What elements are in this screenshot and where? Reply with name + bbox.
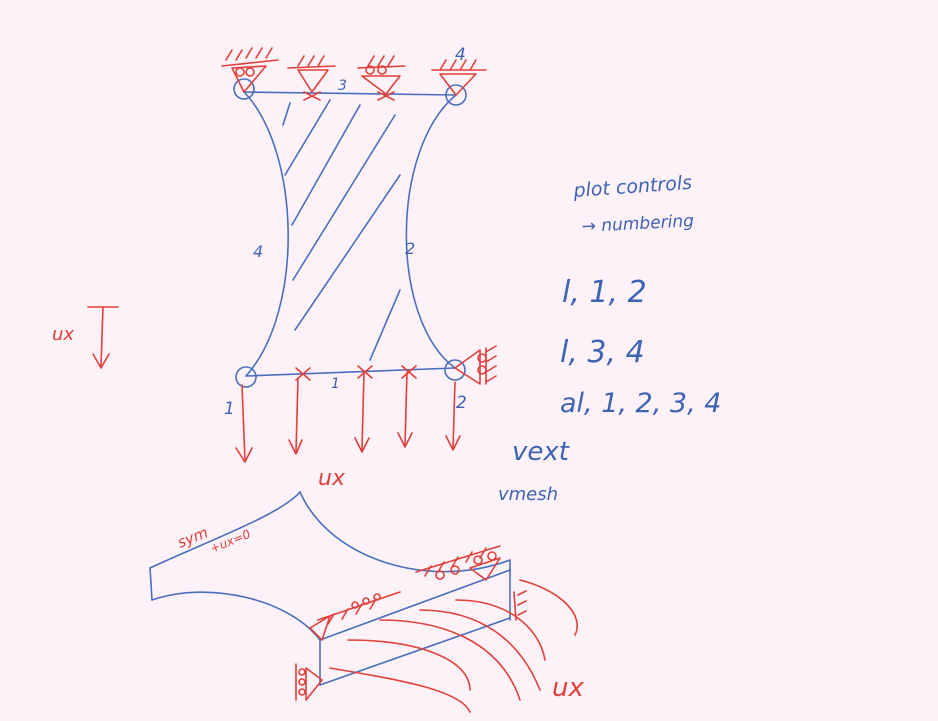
- vertex-circle-bottom-left: [235, 366, 257, 388]
- top-edge: [243, 91, 457, 96]
- note-l34: l, 3, 4: [560, 335, 645, 370]
- solid-front-top-edge: [319, 569, 511, 641]
- solid-front-bottom-edge: [319, 617, 511, 686]
- bottom-load-arrows: [235, 365, 461, 463]
- domain-outline: [233, 78, 467, 388]
- solid-top-curved-edge: [299, 491, 511, 573]
- left-load-symbol: [87, 306, 119, 369]
- right-curved-edge: [405, 94, 457, 369]
- note-vmesh: vmesh: [498, 484, 558, 505]
- solid-3d-supports: [295, 545, 527, 701]
- note-numbering: → numbering: [581, 211, 694, 237]
- bottom-right-support: [454, 345, 497, 385]
- note-vext: vext: [512, 437, 570, 467]
- vertex-circle-top-right: [445, 84, 467, 106]
- left-curved-edge: [243, 91, 289, 377]
- edge-label-right: 2: [405, 239, 415, 258]
- corner-label-bottom-left: 1: [224, 399, 235, 419]
- solid-left-vertical: [149, 567, 153, 601]
- top-supports: [221, 47, 487, 101]
- edge-labels: 3 4 2 1 4 1 2: [224, 45, 467, 419]
- note-l12: l, 1, 2: [562, 275, 647, 310]
- solid-3d-load-curves: [329, 579, 578, 713]
- load-label-bottom: ux: [318, 466, 346, 491]
- load-label-3d: ux: [552, 673, 584, 703]
- symmetry-label: sym: [175, 523, 211, 551]
- vertex-circle-top-left: [233, 78, 255, 100]
- symmetry-condition: +ux=0: [208, 527, 253, 556]
- notes: plot controls → numbering l, 1, 2 l, 3, …: [498, 172, 721, 505]
- solid-bottom-curved-edge: [151, 591, 321, 641]
- solid-top-left-edge: [149, 491, 301, 569]
- load-label-left: ux: [52, 324, 74, 345]
- corner-label-top-right: 4: [455, 45, 466, 65]
- note-plot-controls: plot controls: [572, 172, 693, 202]
- solid-3d-sketch: [149, 491, 511, 686]
- edge-label-bottom: 1: [331, 376, 340, 392]
- note-al1234: al, 1, 2, 3, 4: [560, 388, 721, 419]
- hatching: [282, 99, 401, 361]
- vertex-circle-bottom-right: [444, 359, 466, 381]
- bottom-edge: [245, 367, 456, 377]
- corner-label-bottom-right: 2: [456, 393, 467, 413]
- edge-label-top: 3: [338, 78, 347, 94]
- edge-label-left: 4: [253, 242, 263, 261]
